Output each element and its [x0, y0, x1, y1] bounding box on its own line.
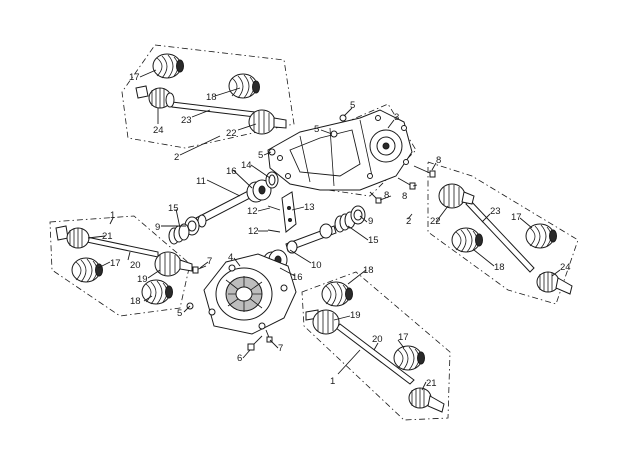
coupler-16-a: [246, 179, 272, 203]
bolt-5-top-c: [268, 148, 276, 156]
callout-5-d: 5: [177, 308, 182, 319]
gear-case-3: [267, 109, 413, 191]
seal-9-right: [350, 205, 366, 225]
callout-1-l: 1: [110, 210, 115, 221]
cv-joint-19-l: [154, 251, 193, 277]
bolt-12-b: [267, 229, 281, 233]
group-boundary-bottom-shaft: [301, 271, 451, 421]
callout-5-b: 5: [314, 124, 319, 135]
bottom-half-shaft: [305, 281, 445, 413]
cv-joint-21-l: [55, 225, 90, 249]
callout-18-b: 18: [363, 265, 374, 276]
boot-18-tl: [228, 73, 260, 99]
cv-joint-24-tl: [135, 85, 175, 109]
group-boundary-top-left-shaft: [121, 44, 295, 149]
callout-7-b: 7: [278, 343, 283, 354]
bracket-13: [281, 191, 297, 233]
callout-23-r: 23: [490, 206, 501, 217]
callout-20-l: 20: [130, 260, 141, 271]
callout-22-tl: 22: [226, 128, 237, 139]
ring-14: [265, 171, 279, 189]
callout-14: 14: [241, 160, 252, 171]
callout-11: 11: [196, 176, 206, 187]
group-boundary-left-shaft: [49, 215, 191, 317]
boot-18-r: [451, 227, 483, 253]
callout-10: 10: [311, 260, 322, 271]
cv-joint-21-b: [408, 387, 445, 413]
bolt-5-top-a: [339, 114, 347, 122]
callout-24-tl: 24: [153, 125, 164, 136]
shaft-10: [285, 223, 337, 254]
callout-18-r: 18: [494, 262, 505, 273]
callout-22-r: 22: [430, 216, 441, 227]
callout-17-b: 17: [398, 332, 409, 343]
bolt-7-b: [265, 329, 273, 343]
callout-19-l: 19: [137, 274, 148, 285]
callout-12-a: 12: [247, 206, 258, 217]
boot-18-b: [321, 281, 353, 307]
spring-15-right: [334, 211, 356, 233]
bolt-6: [247, 335, 263, 351]
callout-23-tl: 23: [181, 115, 192, 126]
callout-17-tl: 17: [129, 72, 140, 83]
bolt-8-c: [369, 191, 382, 204]
left-half-shaft: [55, 225, 193, 305]
cv-joint-19-b: [305, 309, 340, 335]
callout-5-a: 5: [350, 100, 355, 111]
callout-1-b: 1: [330, 376, 335, 387]
bolt-7-a: [192, 265, 207, 274]
callout-9-b: 9: [368, 216, 373, 227]
callout-21-l: 21: [102, 231, 113, 242]
callout-5-c: 5: [258, 150, 263, 161]
callout-20-b: 20: [372, 334, 383, 345]
callout-15-a: 15: [168, 203, 179, 214]
callout-3: 3: [394, 112, 399, 123]
cv-joint-22-tl: [248, 109, 287, 135]
shaft-11: [195, 189, 255, 228]
callout-17-r: 17: [511, 212, 522, 223]
callouts: 17 24 18 23 22 2 5 5 5 3 8 8 8 16 14 11 …: [102, 72, 571, 389]
callout-15-b: 15: [368, 235, 379, 246]
callout-2-r: 2: [406, 216, 411, 227]
boot-17-l: [71, 257, 103, 283]
group-boundary-right-shaft: [427, 161, 579, 305]
leader-lines: [87, 69, 561, 391]
callout-2-tl: 2: [174, 152, 179, 163]
callout-8-b: 8: [402, 191, 407, 202]
callout-16-b: 16: [292, 272, 303, 283]
right-half-shaft: [438, 183, 573, 295]
callout-8-c: 8: [384, 190, 389, 201]
bolt-8-b: [397, 177, 416, 190]
callout-4: 4: [228, 252, 233, 263]
callout-18-tl: 18: [206, 92, 217, 103]
callout-19-b: 19: [350, 310, 361, 321]
boot-17-tl: [152, 53, 184, 79]
callout-18-l: 18: [130, 296, 141, 307]
callout-17-l: 17: [110, 258, 121, 269]
spring-15-left: [168, 223, 190, 245]
cv-joint-22-r: [438, 183, 475, 209]
callout-13: 13: [304, 202, 315, 213]
callout-21-b: 21: [426, 378, 437, 389]
bolt-12-a: [267, 205, 281, 211]
callout-7-a: 7: [207, 256, 212, 267]
callout-16-a: 16: [226, 166, 237, 177]
callout-8-a: 8: [436, 155, 441, 166]
top-left-half-shaft: [135, 53, 287, 135]
cv-joint-24-r: [536, 271, 573, 295]
boot-17-b: [393, 345, 425, 371]
bolt-8-a: [413, 165, 436, 178]
callout-6: 6: [237, 353, 242, 364]
boot-17-r: [525, 223, 557, 249]
boot-18-l: [141, 279, 173, 305]
callout-24-r: 24: [560, 262, 571, 273]
callout-9-a: 9: [155, 222, 160, 233]
callout-12-b: 12: [248, 226, 259, 237]
differential-4: [203, 253, 297, 335]
